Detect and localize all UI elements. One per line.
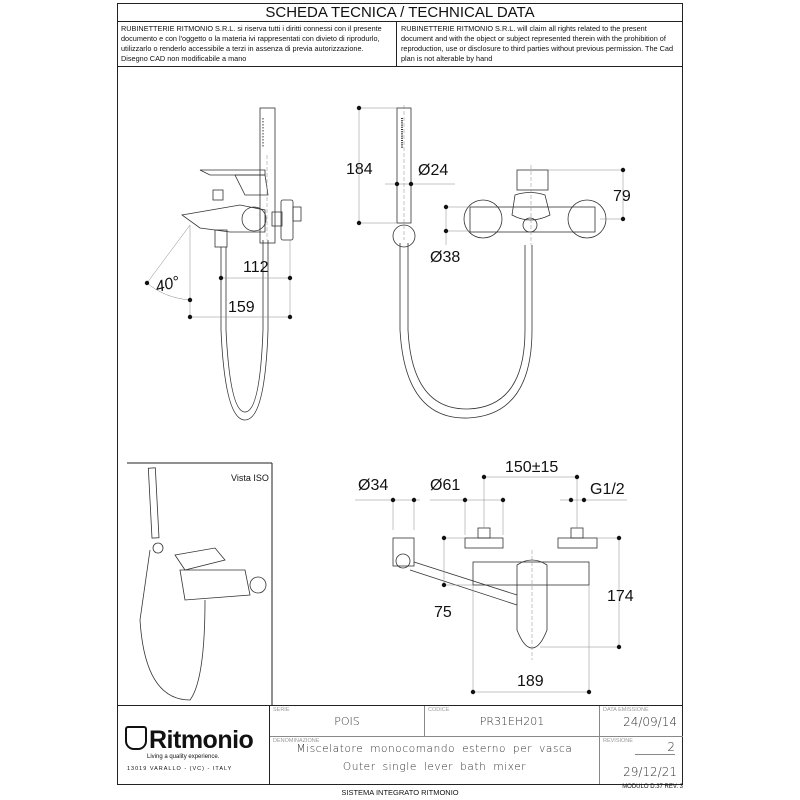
logo-address: 13019 VARALLO - (VC) - ITALY — [127, 766, 233, 772]
front-view — [356, 105, 626, 419]
logo-tagline: Living a quality experience. — [147, 754, 220, 760]
revisione-cell: REVISIONE 2 — [600, 737, 683, 759]
dim-174: 174 — [607, 588, 634, 605]
codice-cell: CODICE PR31EH201 — [425, 706, 600, 737]
dim-diameter-38: Ø38 — [430, 249, 460, 266]
codice-value: PR31EH201 — [479, 715, 545, 728]
codice-label: CODICE — [428, 707, 450, 713]
logo-mark-icon — [125, 726, 147, 750]
dim-159: 159 — [228, 299, 255, 316]
data-revisione-value: 29/12/21 — [623, 765, 677, 779]
logo-brand: Ritmonio — [149, 726, 254, 754]
logo: Ritmonio — [125, 726, 254, 755]
dim-75: 75 — [434, 604, 452, 621]
footer-system: SISTEMA INTEGRATO RITMONIO — [341, 788, 459, 797]
top-view — [355, 474, 627, 695]
denominazione-english: Outer single lever bath mixer — [342, 761, 527, 773]
dim-diameter-24: Ø24 — [418, 162, 448, 179]
data-emissione-value: 24/09/14 — [623, 715, 677, 729]
denominazione-label: DENOMINAZIONE — [273, 738, 320, 744]
dim-112: 112 — [243, 259, 269, 276]
copyright-notice-english: RUBINETTERIE RITMONIO S.R.L. will claim … — [401, 24, 674, 63]
iso-view-label: Vista ISO — [231, 473, 269, 483]
page-title: SCHEDA TECNICA / TECHNICAL DATA — [117, 3, 683, 22]
logo-cell: Ritmonio Living a quality experience. 13… — [117, 706, 270, 784]
drawing-frame — [117, 3, 683, 785]
dim-angle-40: 40° — [154, 273, 182, 296]
denominazione-cell: DENOMINAZIONE Miscelatore monocomando es… — [270, 737, 600, 784]
serie-value: POIS — [334, 715, 360, 728]
revisione-value: 2 — [635, 740, 675, 755]
dim-150-15: 150±15 — [505, 459, 558, 476]
divider — [117, 66, 683, 67]
copyright-notice-italian: RUBINETTERIE RITMONIO S.R.L. si riserva … — [117, 22, 397, 66]
module-code: MODULO D.37 REV. 3 — [622, 784, 683, 790]
data-emissione-cell: DATA EMISSIONE 24/09/14 — [600, 706, 683, 737]
dim-79: 79 — [613, 188, 631, 205]
side-view — [144, 107, 302, 421]
data-revisione-cell: 29/12/21 — [600, 759, 683, 784]
dim-diameter-34: Ø34 — [358, 477, 388, 494]
dim-g1-2: G1/2 — [590, 481, 625, 498]
iso-view — [127, 462, 273, 705]
dim-diameter-61: Ø61 — [430, 477, 460, 494]
revisione-label: REVISIONE — [603, 738, 633, 744]
denominazione-italian: Miscelatore monocomando esterno per vasc… — [296, 743, 573, 755]
title-block: Ritmonio Living a quality experience. 13… — [117, 705, 683, 785]
data-emissione-label: DATA EMISSIONE — [603, 707, 649, 713]
dim-189: 189 — [517, 673, 544, 690]
serie-label: SERIE — [273, 707, 290, 713]
serie-cell: SERIE POIS — [270, 706, 425, 737]
dim-184: 184 — [346, 161, 373, 178]
